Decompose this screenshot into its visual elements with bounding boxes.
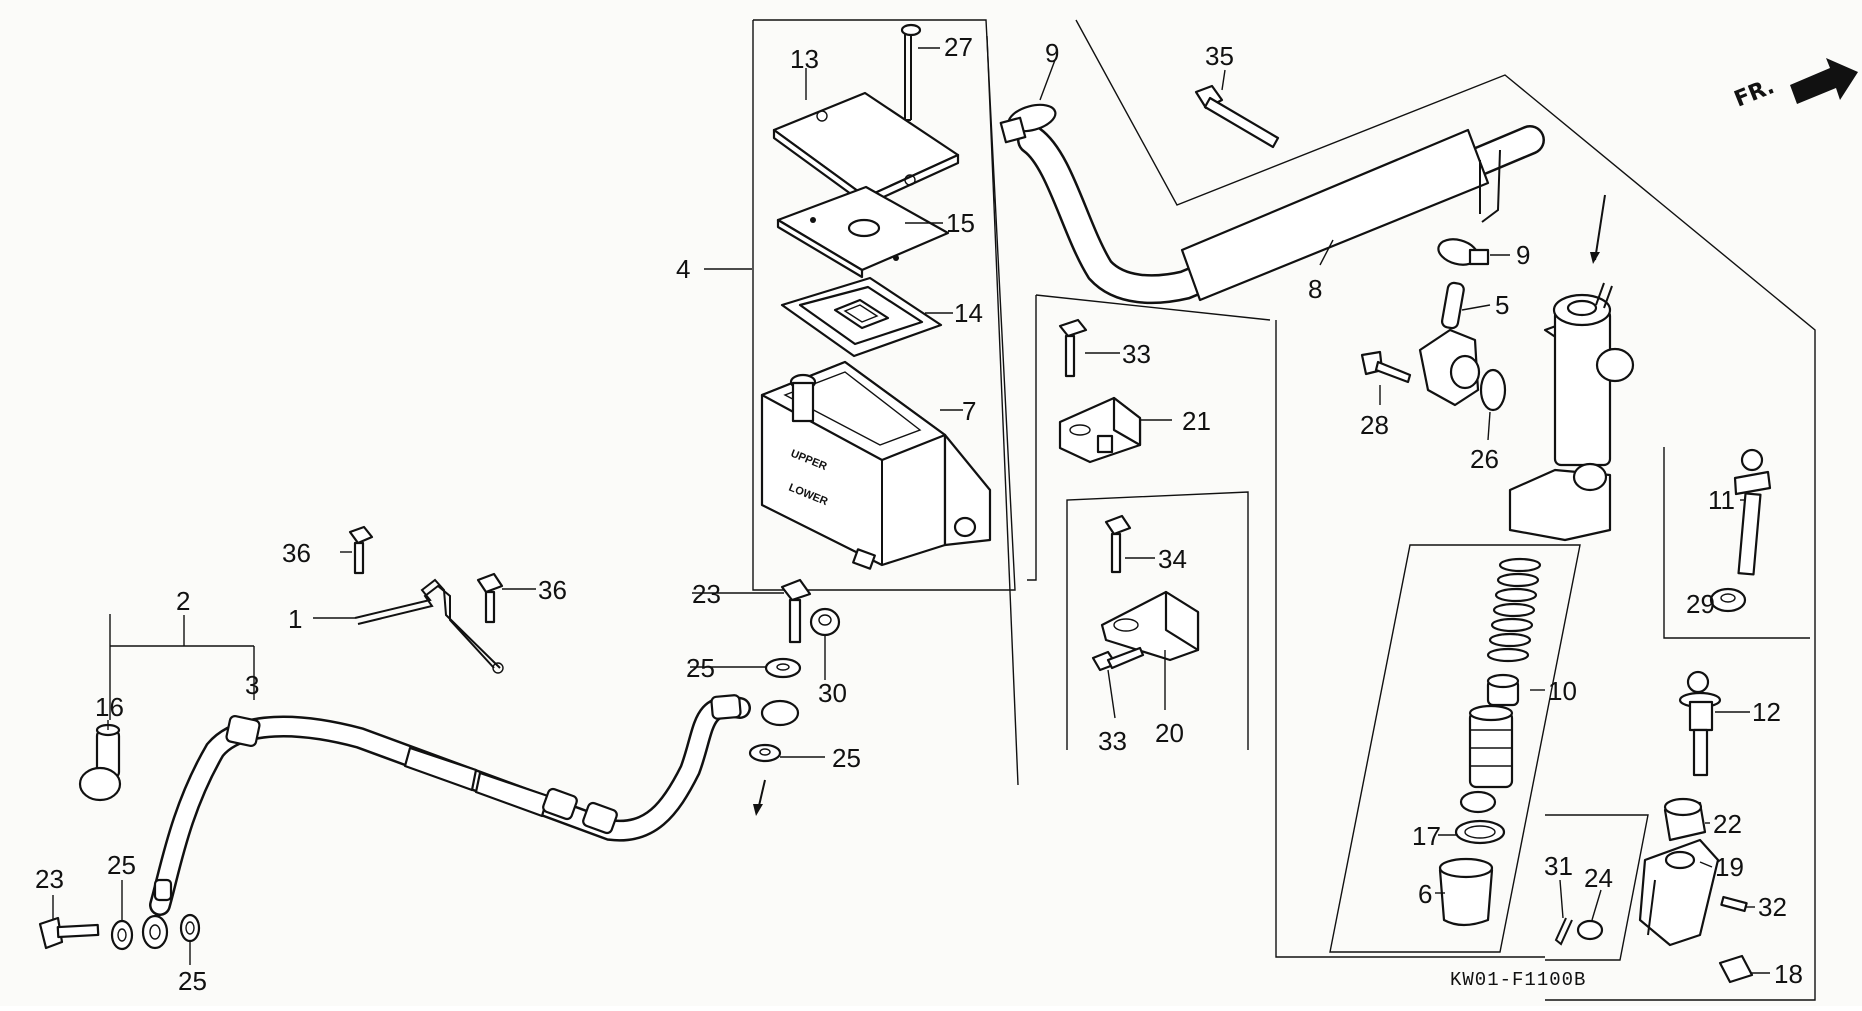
callout-36-right: 36 <box>538 575 567 605</box>
spring-10 <box>1486 557 1542 663</box>
callout-26: 26 <box>1470 444 1499 474</box>
callout-17: 17 <box>1412 821 1441 851</box>
bracket-21 <box>1058 396 1142 464</box>
callout-16: 16 <box>95 692 124 722</box>
callout-30: 30 <box>818 678 847 708</box>
boot-6 <box>1438 857 1494 927</box>
callout-9-lower: 9 <box>1516 240 1530 270</box>
callout-8: 8 <box>1308 274 1322 304</box>
leader-lines <box>52 47 1770 974</box>
callout-15: 15 <box>946 208 975 238</box>
nut-30 <box>809 607 841 637</box>
callout-29: 29 <box>1686 589 1715 619</box>
bolt-36-right <box>476 572 504 624</box>
washer-25-c <box>764 657 802 679</box>
callout-21: 21 <box>1182 406 1211 436</box>
callout-10: 10 <box>1548 676 1577 706</box>
callout-12: 12 <box>1752 697 1781 727</box>
group-frames <box>752 19 1816 1001</box>
clamp-9-upper <box>999 103 1057 144</box>
clevis-19 <box>1638 838 1720 947</box>
nut-22 <box>1663 797 1707 842</box>
screw-27 <box>900 23 922 121</box>
callout-5: 5 <box>1495 290 1509 320</box>
callout-32: 32 <box>1758 892 1787 922</box>
callout-33-upper: 33 <box>1122 339 1151 369</box>
callout-31: 31 <box>1544 851 1573 881</box>
screw-28 <box>1360 350 1412 384</box>
spring-1 <box>354 578 504 674</box>
banjo-fitting <box>141 914 169 950</box>
washer-25-d <box>748 743 782 763</box>
callout-23-upper: 23 <box>692 579 721 609</box>
reservoir-body-7: UPPER LOWER <box>760 360 992 570</box>
bolt-36-left <box>348 525 374 575</box>
callout-33-lower: 33 <box>1098 726 1127 756</box>
callout-1: 1 <box>288 604 302 634</box>
callout-11: 11 <box>1708 485 1735 515</box>
banjo-bolt-23-lower <box>38 916 100 950</box>
diagram-code: KW01-F1100B <box>1450 969 1586 991</box>
piston <box>1468 704 1514 789</box>
callout-9-upper: 9 <box>1045 38 1059 68</box>
diaphragm-plate-15 <box>776 185 950 279</box>
callout-13: 13 <box>790 44 819 74</box>
bolt-33-upper <box>1058 318 1088 378</box>
callout-25-lower-left: 25 <box>107 850 136 880</box>
callout-19: 19 <box>1715 852 1744 882</box>
callout-24: 24 <box>1584 863 1613 893</box>
master-cylinder <box>1508 282 1635 542</box>
front-direction-arrow: FR. <box>1731 58 1858 113</box>
callout-35: 35 <box>1205 41 1234 71</box>
bracket-20 <box>1100 590 1200 662</box>
clamp-9-lower <box>1437 238 1490 266</box>
bolt-33-lower <box>1091 646 1145 672</box>
callout-numbers: 27 13 15 14 7 4 9 35 9 8 5 28 26 33 21 3… <box>35 32 1803 996</box>
o-ring-26 <box>1479 368 1507 412</box>
joint-16 <box>78 723 122 802</box>
callout-34: 34 <box>1158 544 1187 574</box>
callout-4: 4 <box>676 254 690 284</box>
assembly-arrows <box>753 194 1606 816</box>
callout-25-lower-right: 25 <box>178 966 207 996</box>
diaphragm-14 <box>780 276 943 358</box>
callout-2: 2 <box>176 586 190 616</box>
banjo-bolt-23-upper <box>780 578 812 644</box>
washer-25-b <box>179 913 201 943</box>
callout-22: 22 <box>1713 809 1742 839</box>
bolt-35 <box>1194 84 1280 149</box>
reservoir-hose-8 <box>1017 125 1545 305</box>
callout-3: 3 <box>245 670 259 700</box>
clip-18 <box>1718 954 1754 984</box>
washer-small <box>1459 790 1497 814</box>
cotter-pin-31 <box>1554 917 1573 946</box>
callout-23-lower: 23 <box>35 864 64 894</box>
callout-25-middle: 25 <box>832 743 861 773</box>
pin-24 <box>1576 919 1604 941</box>
callout-7: 7 <box>962 396 976 426</box>
piston-cup <box>1486 673 1520 707</box>
callout-28: 28 <box>1360 410 1389 440</box>
front-direction-label: FR. <box>1731 74 1778 112</box>
circlip-17 <box>1454 819 1506 845</box>
callout-20: 20 <box>1155 718 1184 748</box>
callout-25-upper: 25 <box>686 653 715 683</box>
pushrod-11 <box>1733 448 1772 576</box>
brake-hose-2 <box>149 694 800 916</box>
washer-25-a <box>110 919 134 951</box>
pushrod-12 <box>1678 670 1722 777</box>
callout-18: 18 <box>1774 959 1803 989</box>
bolt-34 <box>1104 514 1132 574</box>
callout-14: 14 <box>954 298 983 328</box>
nut-29 <box>1709 587 1747 613</box>
pin-32 <box>1720 895 1748 913</box>
joint-5 <box>1418 281 1481 407</box>
callout-36-left: 36 <box>282 538 311 568</box>
callout-27: 27 <box>944 32 973 62</box>
callout-6: 6 <box>1418 879 1432 909</box>
